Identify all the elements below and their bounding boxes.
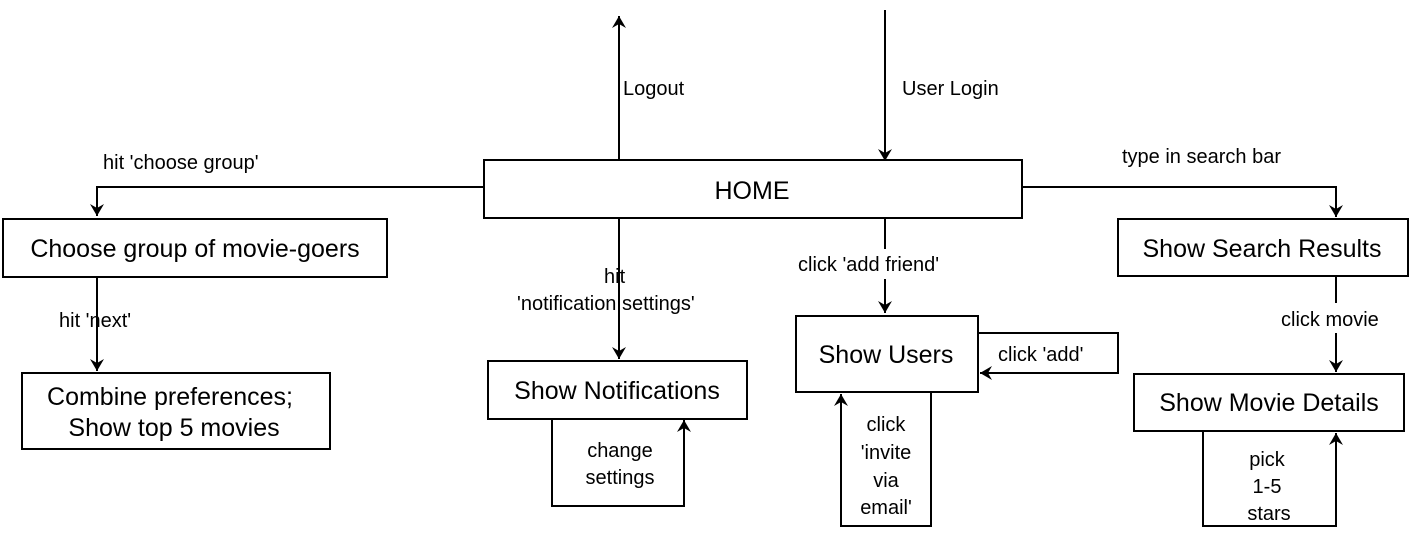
label-click-add: click 'add' — [998, 344, 1083, 366]
label-hit-notification-line2: 'notification settings' — [517, 293, 695, 315]
edge-search — [1022, 186, 1343, 217]
node-show-movie-details-label: Show Movie Details — [1159, 389, 1379, 417]
node-combine-line2: Show top 5 movies — [68, 414, 279, 442]
label-change-settings-line2: settings — [586, 467, 655, 489]
label-invite-line1: click — [867, 414, 907, 436]
label-invite-line4: email' — [860, 497, 912, 519]
node-home: HOME — [483, 159, 1023, 219]
label-pick-line3: stars — [1247, 503, 1290, 525]
edge-change-settings — [551, 419, 691, 507]
label-hit-notification-line1: hit — [604, 266, 626, 288]
edge-choose-group — [90, 186, 484, 216]
label-user-login: User Login — [902, 78, 999, 100]
label-invite-line3: via — [873, 470, 899, 492]
node-show-notifications: Show Notifications — [487, 360, 748, 420]
edge-invite-email — [834, 392, 932, 527]
label-click-add-friend: click 'add friend' — [798, 254, 939, 276]
label-logout: Logout — [623, 78, 685, 100]
node-show-notifications-label: Show Notifications — [514, 377, 720, 405]
label-type-in-search-bar: type in search bar — [1122, 146, 1281, 168]
label-bg-click-movie — [1278, 303, 1396, 333]
label-click-movie: click movie — [1281, 309, 1379, 331]
node-show-users: Show Users — [795, 315, 979, 393]
node-choose-group-label: Choose group of movie-goers — [30, 235, 359, 263]
label-pick-line1: pick — [1249, 449, 1286, 471]
label-pick-line2: 1-5 — [1253, 476, 1282, 498]
node-show-users-label: Show Users — [819, 341, 954, 369]
label-hit-choose-group: hit 'choose group' — [103, 152, 259, 174]
node-combine-preferences: Combine preferences; Show top 5 movies — [21, 372, 331, 450]
edge-pick-stars — [1202, 432, 1343, 527]
node-choose-group: Choose group of movie-goers — [2, 218, 388, 278]
node-show-movie-details: Show Movie Details — [1133, 373, 1405, 432]
label-hit-next: hit 'next' — [59, 310, 131, 332]
edge-click-add — [978, 332, 1119, 380]
label-change-settings-line1: change — [587, 440, 653, 462]
node-combine-line1: Combine preferences; — [47, 383, 293, 411]
node-show-search-results: Show Search Results — [1117, 218, 1409, 277]
node-home-label: HOME — [715, 177, 790, 205]
label-invite-line2: 'invite — [861, 442, 912, 464]
label-bg-add-friend — [798, 249, 966, 279]
node-show-search-results-label: Show Search Results — [1142, 235, 1381, 263]
